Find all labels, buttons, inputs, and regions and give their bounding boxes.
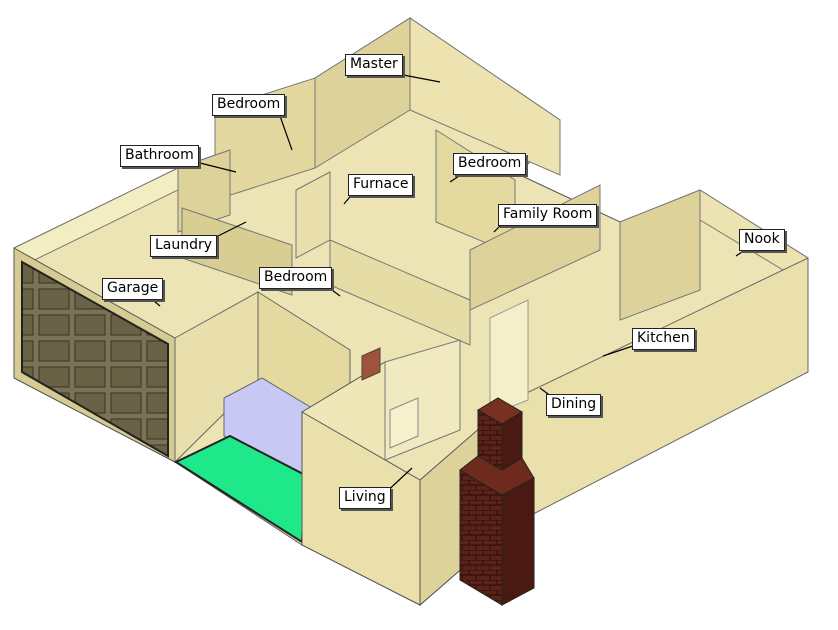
label-living: Living [339,487,391,509]
doorway-dining [489,299,529,416]
label-family-room: Family Room [498,204,598,226]
label-bedroom-2: Bedroom [453,153,527,175]
label-kitchen: Kitchen [632,328,695,350]
label-furnace: Furnace [348,174,414,196]
label-master: Master [345,54,403,76]
chimney-shoulder [459,455,535,496]
label-nook: Nook [739,229,785,251]
label-garage: Garage [102,278,164,300]
label-dining: Dining [546,394,602,416]
brick-detail [361,347,381,381]
label-bedroom-3: Bedroom [259,267,333,289]
chimney-lower-right [501,477,535,606]
label-bathroom: Bathroom [120,145,199,167]
label-bedroom-1: Bedroom [212,94,286,116]
garage-door [21,260,169,458]
wall-nook-back [619,189,701,321]
window-living [389,397,419,449]
wall-master-right [409,17,561,176]
label-laundry: Laundry [150,235,218,257]
